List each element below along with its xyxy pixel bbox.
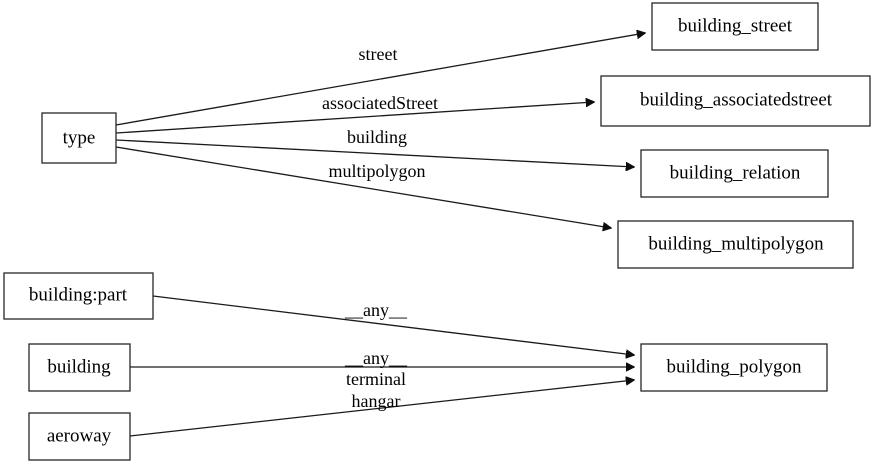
edge-type-to-building-relation	[115, 139, 634, 167]
node-building-street-label: building_street	[678, 15, 793, 36]
edge-labels-layer: street associatedStreet building multipo…	[322, 44, 438, 411]
edge-label-street: street	[359, 44, 398, 64]
node-building-street[interactable]: building_street	[651, 2, 819, 51]
node-building-polygon-box[interactable]	[640, 343, 828, 392]
node-aeroway-label: aeroway	[47, 425, 112, 446]
node-type-box[interactable]	[41, 112, 117, 164]
edge-label-hangar: hangar	[352, 391, 401, 411]
nodes-layer: type building_street building_associated…	[3, 2, 871, 461]
node-aeroway[interactable]: aeroway	[28, 412, 131, 461]
edge-building-part-to-building-polygon	[152, 295, 634, 355]
node-building-multipolygon[interactable]: building_multipolygon	[617, 220, 854, 269]
edge-type-to-building-multipolygon	[115, 146, 611, 228]
node-building-associatedstreet-box[interactable]	[600, 75, 871, 127]
node-aeroway-box[interactable]	[28, 412, 131, 461]
node-building-relation-label: building_relation	[670, 162, 801, 183]
node-building-relation[interactable]: building_relation	[640, 149, 829, 198]
node-type[interactable]: type	[41, 112, 117, 164]
node-building-polygon[interactable]: building_polygon	[640, 343, 828, 392]
node-building-multipolygon-box[interactable]	[617, 220, 854, 269]
node-building-associatedstreet-label: building_associatedstreet	[640, 89, 833, 110]
edge-label-any-building: __any__	[344, 348, 408, 368]
edge-label-multipolygon: multipolygon	[328, 161, 425, 181]
edge-label-any-building-part: __any__	[344, 300, 408, 320]
edges-layer	[115, 33, 645, 437]
node-building-associatedstreet[interactable]: building_associatedstreet	[600, 75, 871, 127]
node-building-part-label: building:part	[29, 284, 128, 305]
node-building-part[interactable]: building:part	[3, 272, 154, 320]
node-building[interactable]: building	[28, 343, 131, 392]
edge-label-associatedstreet: associatedStreet	[322, 93, 438, 113]
edge-aeroway-to-building-polygon	[129, 380, 634, 437]
node-type-label: type	[63, 127, 96, 148]
edge-type-to-building-associatedstreet	[115, 102, 594, 134]
edge-label-building: building	[347, 127, 407, 147]
edge-type-to-building-street	[115, 33, 645, 126]
node-building-relation-box[interactable]	[640, 149, 829, 198]
node-building-polygon-label: building_polygon	[666, 356, 802, 377]
edge-label-terminal: terminal	[346, 369, 406, 389]
node-building-box[interactable]	[28, 343, 131, 392]
node-building-label: building	[47, 356, 111, 377]
node-building-street-box[interactable]	[651, 2, 819, 51]
node-building-part-box[interactable]	[3, 272, 154, 320]
node-building-multipolygon-label: building_multipolygon	[648, 233, 824, 254]
